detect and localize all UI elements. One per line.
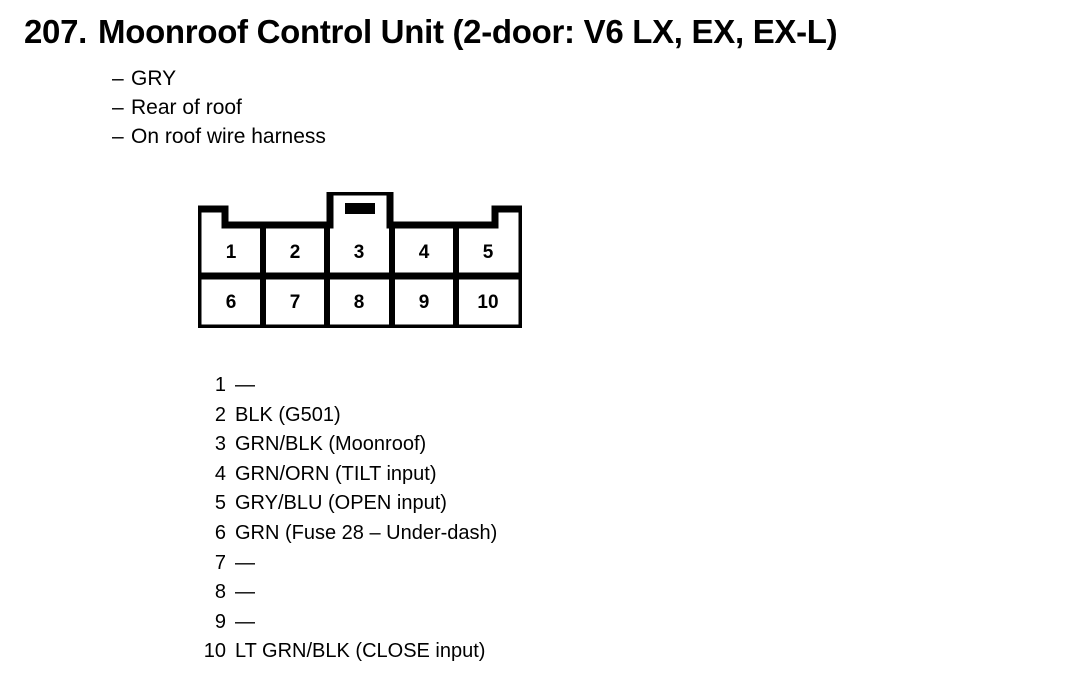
pin-legend-row: 9 — bbox=[196, 608, 497, 638]
page-title-text: Moonroof Control Unit (2-door: V6 LX, EX… bbox=[98, 13, 838, 50]
connector-pin-number: 5 bbox=[483, 242, 494, 263]
pin-legend-description: — bbox=[235, 374, 255, 396]
pin-legend-number: 3 bbox=[214, 433, 226, 456]
pin-legend-row: 6 GRN (Fuse 28 – Under-dash) bbox=[196, 519, 497, 549]
pin-legend-number: 2 bbox=[214, 403, 226, 426]
connector-pin-number: 1 bbox=[226, 242, 237, 263]
pin-legend-number: 10 bbox=[203, 640, 226, 663]
note-item-label: Rear of roof bbox=[131, 96, 242, 119]
note-dash-icon: – bbox=[112, 125, 124, 148]
pin-legend-number: 4 bbox=[214, 462, 226, 485]
note-item: –GRY bbox=[112, 64, 326, 93]
page-title: 207. Moonroof Control Unit (2-door: V6 LX… bbox=[24, 13, 838, 51]
pin-legend-description: GRY/BLU (OPEN input) bbox=[235, 492, 447, 515]
note-dash-icon: – bbox=[112, 96, 124, 119]
connector-pin-number: 6 bbox=[226, 292, 237, 313]
pin-legend-description: GRN/BLK (Moonroof) bbox=[235, 433, 427, 456]
pin-legend-list: 1 — 2 BLK (G501) 3 GRN/BLK (Moonroof) 4 … bbox=[196, 371, 498, 667]
pin-legend-number: 9 bbox=[214, 610, 226, 633]
pin-legend-row: 5 GRY/BLU (OPEN input) bbox=[196, 489, 497, 519]
connector-pin-number: 8 bbox=[354, 292, 365, 313]
pin-legend-row: 8 — bbox=[196, 578, 497, 608]
connector-pin-number: 9 bbox=[419, 292, 430, 313]
note-item: –Rear of roof bbox=[112, 93, 326, 122]
connector-pin-number: 4 bbox=[419, 242, 430, 263]
pin-legend-row: 10 LT GRN/BLK (CLOSE input) bbox=[196, 637, 497, 667]
connector-pin-number: 2 bbox=[290, 242, 301, 263]
pin-legend-description: BLK (G501) bbox=[235, 403, 341, 426]
pin-legend-description: — bbox=[235, 551, 255, 574]
pin-legend-number: 6 bbox=[214, 521, 226, 544]
pin-legend-description: LT GRN/BLK (CLOSE input) bbox=[235, 640, 486, 663]
pin-legend-description: — bbox=[235, 581, 255, 604]
note-item-label: On roof wire harness bbox=[131, 125, 326, 148]
latch-slot-icon bbox=[345, 203, 375, 214]
pin-legend-description: GRN/ORN (TILT input) bbox=[235, 462, 437, 485]
connector-outline bbox=[198, 192, 522, 328]
pin-legend-row: 3 GRN/BLK (Moonroof) bbox=[196, 430, 497, 460]
pin-legend-row: 1 — bbox=[196, 371, 497, 401]
pin-legend-description: GRN (Fuse 28 – Under-dash) bbox=[235, 521, 498, 544]
note-item: –On roof wire harness bbox=[112, 122, 326, 151]
pin-legend-number: 8 bbox=[214, 581, 226, 604]
note-item-label: GRY bbox=[131, 67, 177, 90]
pin-legend-number: 1 bbox=[214, 374, 226, 396]
pin-legend-row: 2 BLK (G501) bbox=[196, 401, 497, 431]
page-title-number: 207. bbox=[24, 13, 88, 50]
pin-legend-description: — bbox=[235, 610, 255, 633]
note-dash-icon: – bbox=[112, 67, 124, 90]
connector-pin-number: 3 bbox=[354, 242, 365, 263]
connector-pin-number: 10 bbox=[477, 292, 498, 313]
connector-pin-number: 7 bbox=[290, 292, 301, 313]
pin-legend-row: 7 — bbox=[196, 549, 497, 579]
pin-legend-number: 7 bbox=[214, 551, 226, 574]
pin-legend-number: 5 bbox=[214, 492, 226, 515]
notes-list: –GRY –Rear of roof –On roof wire harness bbox=[112, 64, 326, 151]
pin-legend-row: 4 GRN/ORN (TILT input) bbox=[196, 460, 497, 490]
connector-diagram: 1 2 3 4 5 6 7 8 9 10 bbox=[198, 192, 522, 328]
